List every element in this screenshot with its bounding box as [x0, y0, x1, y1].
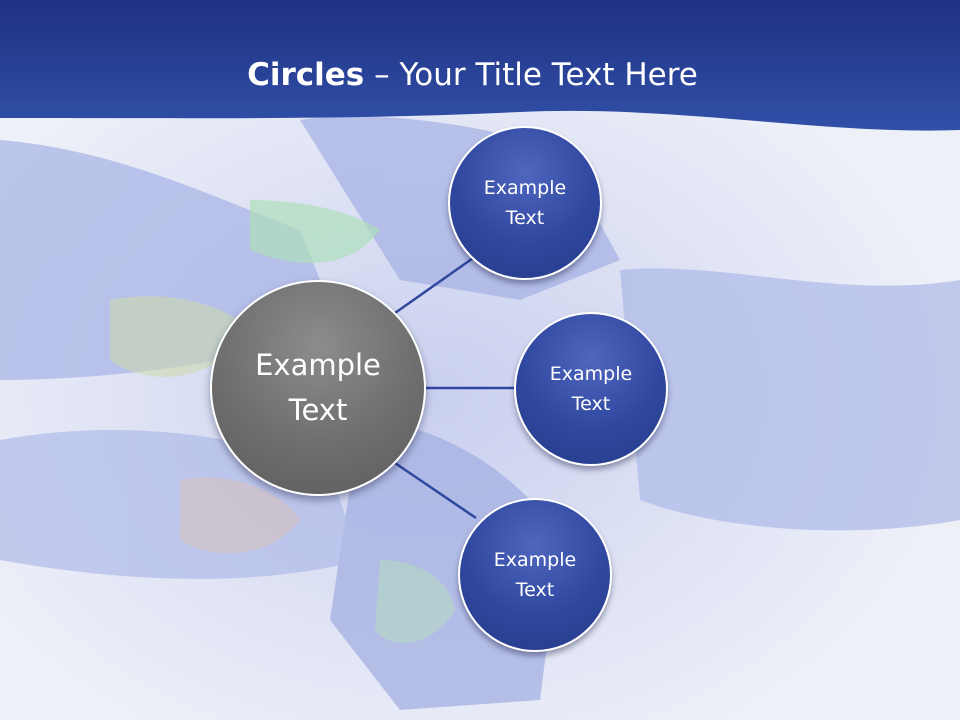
node-circle-2: Example Text: [514, 312, 668, 466]
connector-3: [394, 461, 477, 520]
node-circle-label: Example Text: [493, 549, 577, 601]
title-rest: – Your Title Text Here: [364, 57, 698, 93]
center-circle-label: Example Text: [255, 348, 381, 427]
center-circle: Example Text: [210, 280, 426, 496]
title-bold: Circles: [247, 57, 365, 93]
connectors: [394, 254, 514, 520]
header-band: [0, 0, 960, 131]
node-circle-label: Example Text: [483, 177, 567, 229]
node-circle-3: Example Text: [458, 498, 612, 652]
node-circle-label: Example Text: [549, 363, 633, 415]
slide-title: Circles – Your Title Text Here: [0, 50, 945, 100]
connector-1: [394, 254, 477, 315]
node-circle-1: Example Text: [448, 126, 602, 280]
